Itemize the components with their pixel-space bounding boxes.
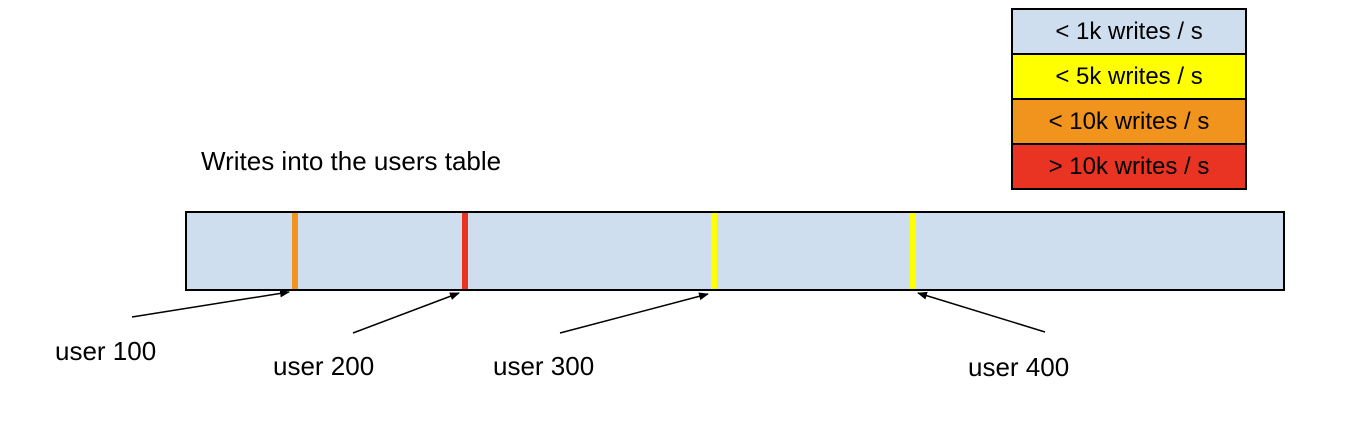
legend-item-label: < 1k writes / s xyxy=(1055,17,1203,45)
marker-label-user-100: user 100 xyxy=(55,336,157,366)
marker-label-user-400: user 400 xyxy=(968,352,1070,382)
legend-item-lt-1k: < 1k writes / s xyxy=(1011,8,1247,55)
legend-item-label: < 10k writes / s xyxy=(1048,107,1210,135)
legend-item-lt-5k: < 5k writes / s xyxy=(1011,53,1247,100)
arrow-user-300 xyxy=(559,292,709,334)
arrow-user-100 xyxy=(131,289,290,318)
legend-item-lt-10k: < 10k writes / s xyxy=(1011,98,1247,145)
arrow-user-200 xyxy=(352,292,460,334)
diagram-title: Writes into the users table xyxy=(201,146,502,176)
write-hotspot-user-300 xyxy=(711,213,717,289)
users-table-bar xyxy=(185,211,1285,291)
legend-item-gt-10k: > 10k writes / s xyxy=(1011,143,1247,190)
legend: < 1k writes / s < 5k writes / s < 10k wr… xyxy=(1011,8,1247,190)
marker-label-user-200: user 200 xyxy=(273,351,375,381)
write-hotspot-user-400 xyxy=(910,213,916,289)
write-hotspot-user-200 xyxy=(462,213,468,289)
arrow-user-400 xyxy=(917,291,1046,333)
write-hotspot-user-100 xyxy=(292,213,298,289)
marker-label-user-300: user 300 xyxy=(493,351,595,381)
legend-item-label: < 5k writes / s xyxy=(1055,62,1203,90)
legend-item-label: > 10k writes / s xyxy=(1048,152,1210,180)
